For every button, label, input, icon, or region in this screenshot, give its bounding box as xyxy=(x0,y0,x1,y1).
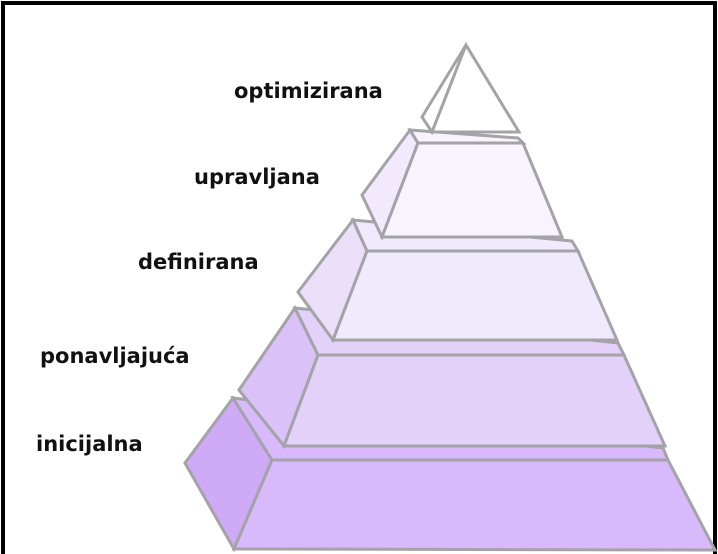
label-upravljana: upravljana xyxy=(194,165,320,189)
label-ponavljajuca: ponavljajuća xyxy=(40,344,190,368)
level-inicijalna-front xyxy=(234,460,715,550)
level-ponavljajuca-front xyxy=(284,355,665,446)
level-definirana-front xyxy=(333,251,617,340)
label-definirana: definirana xyxy=(138,250,259,274)
label-inicijalna: inicijalna xyxy=(36,432,143,456)
label-optimizirana: optimizirana xyxy=(234,79,383,103)
